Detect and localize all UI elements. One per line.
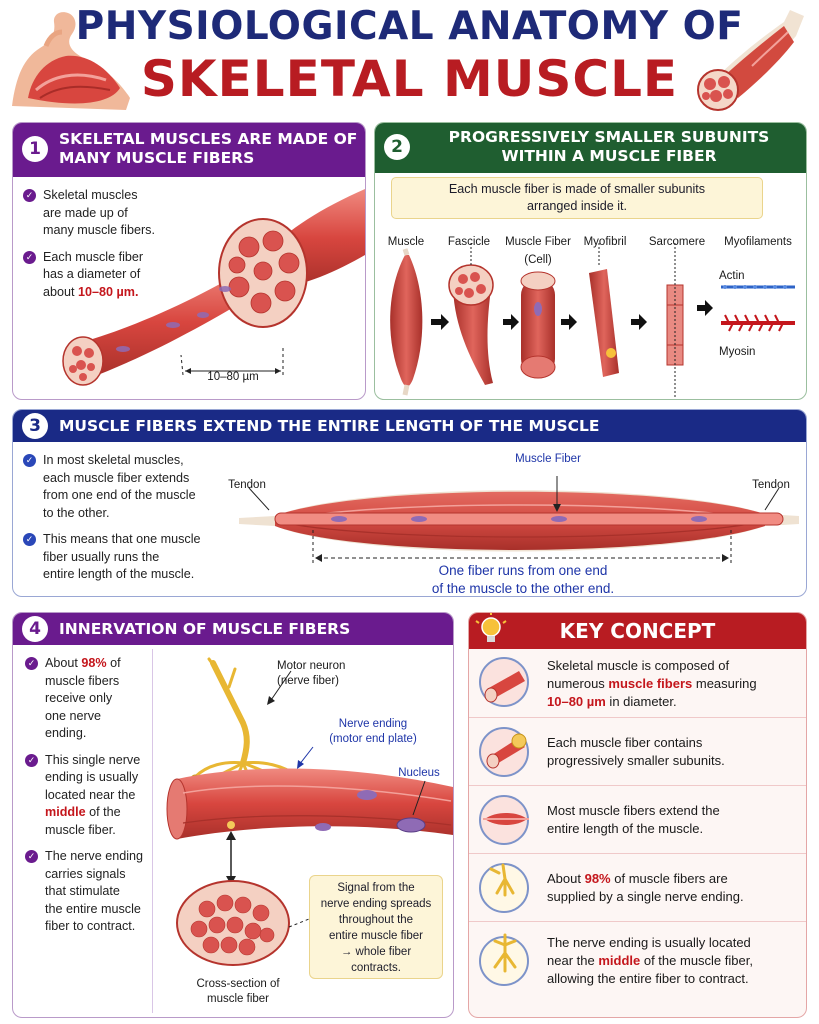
section2-heading-line1: PROGRESSIVELY SMALLER SUBUNITS — [448, 128, 770, 146]
page-title-line2: SKELETAL MUSCLE — [140, 50, 679, 108]
section-innervation: 4 INNERVATION OF MUSCLE FIBERS ✓ About 9… — [12, 612, 454, 1018]
check-icon: ✓ — [23, 250, 36, 264]
nerve-ending-label: Nerve ending (motor end plate) — [329, 718, 417, 745]
section3-bullet-2: ✓ This means that one muscle fiber usual… — [23, 531, 233, 584]
section2-number: 2 — [384, 134, 410, 160]
nucleus-label: Nucleus — [398, 767, 440, 779]
muscle-bundle-illustration — [697, 10, 804, 111]
section1-number: 1 — [22, 136, 48, 162]
long-muscle-diagram — [239, 476, 799, 564]
key-item-2: Each muscle fiber contains progressively… — [469, 717, 806, 785]
section1-bullet-2: ✓ Each muscle fiber has a diameter of ab… — [23, 249, 173, 302]
innervation-diagram — [166, 657, 453, 966]
section2-heading-line2: WITHIN A MUSCLE FIBER — [501, 147, 717, 165]
cross-section-label: Cross-section of muscle fiber — [196, 978, 280, 1005]
check-icon: ✓ — [23, 454, 36, 467]
section1-heading-line2: MANY MUSCLE FIBERS — [59, 149, 255, 167]
label-fascicle: Fascicle — [447, 236, 491, 248]
check-icon: ✓ — [23, 189, 36, 202]
tendon-right-label: Tendon — [752, 479, 790, 491]
page-title-line1: PHYSIOLOGICAL ANATOMY OF — [75, 4, 744, 49]
section4-bullet-2: ✓ This single nerve ending is usually lo… — [25, 752, 149, 840]
section3-bullet-1: ✓ In most skeletal muscles, each muscle … — [23, 452, 233, 522]
section1-header: 1 SKELETAL MUSCLES ARE MADE OF MANY MUSC… — [13, 123, 365, 177]
section2-header: 2 PROGRESSIVELY SMALLER SUBUNITS WITHIN … — [375, 123, 806, 173]
flexed-arm-illustration — [12, 12, 130, 110]
label-myosin: Myosin — [719, 346, 756, 358]
section3-header: 3 MUSCLE FIBERS EXTEND THE ENTIRE LENGTH… — [13, 410, 806, 442]
motor-neuron-label: Motor neuron (nerve fiber) — [277, 660, 346, 687]
key-concept-heading: KEY CONCEPT — [559, 619, 716, 643]
key-item-1: Skeletal muscle is composed of numerous … — [469, 649, 806, 717]
diameter-highlight: 10–80 µm. — [78, 284, 139, 299]
section3-number: 3 — [22, 413, 48, 439]
section-subunits: 2 PROGRESSIVELY SMALLER SUBUNITS WITHIN … — [374, 122, 807, 400]
label-muscle: Muscle — [387, 236, 425, 248]
section4-number: 4 — [22, 616, 48, 642]
diameter-label: 10–80 µm — [207, 371, 259, 383]
label-myofilaments: Myofilaments — [724, 236, 792, 248]
section-muscle-fibers: 1 SKELETAL MUSCLES ARE MADE OF MANY MUSC… — [12, 122, 366, 400]
section4-bullet-3: ✓ The nerve ending carries signals that … — [25, 848, 149, 936]
label-sarcomere: Sarcomere — [648, 236, 706, 248]
section-fiber-length: 3 MUSCLE FIBERS EXTEND THE ENTIRE LENGTH… — [12, 409, 807, 597]
check-icon: ✓ — [25, 753, 38, 767]
muscle-fiber-illustration — [62, 189, 365, 386]
subunit-hierarchy-diagram — [390, 243, 795, 399]
check-icon: ✓ — [25, 850, 38, 863]
subunits-callout: Each muscle fiber is made of smaller sub… — [391, 177, 763, 219]
section4-header: 4 INNERVATION OF MUSCLE FIBERS — [13, 613, 453, 645]
section3-heading: MUSCLE FIBERS EXTEND THE ENTIRE LENGTH O… — [59, 417, 600, 435]
signal-spread-note: Signal from the nerve ending spreads thr… — [309, 875, 443, 979]
fiber-length-caption: One fiber runs from one end of the muscl… — [431, 563, 615, 596]
key-concept-header: KEY CONCEPT — [469, 613, 806, 649]
muscle-fiber-label: Muscle Fiber — [515, 453, 581, 465]
check-icon: ✓ — [23, 533, 36, 546]
key-concept-icons — [483, 671, 529, 973]
label-myofibril: Myofibril — [583, 236, 627, 248]
label-muscle-fiber: Muscle Fiber (Cell) — [505, 236, 571, 266]
label-actin: Actin — [719, 270, 745, 282]
lightbulb-icon — [475, 613, 507, 642]
section1-bullet-1: ✓ Skeletal muscles are made up of many m… — [23, 187, 173, 240]
section4-heading: INNERVATION OF MUSCLE FIBERS — [59, 620, 351, 638]
innervation-bullet-column — [19, 649, 153, 1013]
section4-bullet-1: ✓ About 98% of muscle fibers receive onl… — [25, 655, 149, 743]
tendon-left-label: Tendon — [228, 479, 266, 491]
key-concept-panel: KEY CONCEPT Skeletal muscle is composed … — [468, 612, 807, 1018]
check-icon: ✓ — [25, 657, 38, 670]
section1-heading-line1: SKELETAL MUSCLES ARE MADE OF — [59, 130, 358, 148]
